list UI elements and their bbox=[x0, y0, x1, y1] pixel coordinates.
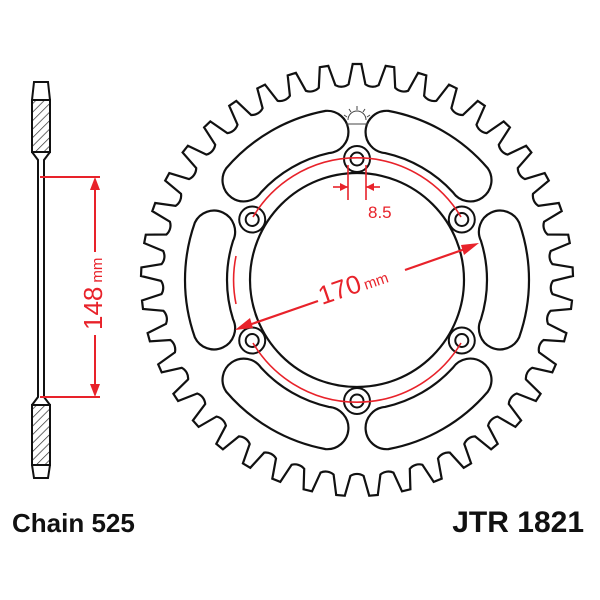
bolt-circle-dim-line-left bbox=[245, 299, 319, 328]
bolt-circle-dim-line-right bbox=[404, 246, 469, 272]
lightening-slot bbox=[183, 209, 237, 351]
bolt-hole bbox=[447, 205, 476, 234]
lightening-slot bbox=[364, 357, 493, 451]
bolt-holes bbox=[238, 145, 476, 415]
hole-dimension bbox=[333, 165, 380, 200]
lightening-slot bbox=[221, 109, 350, 203]
chain-size-label: Chain 525 bbox=[12, 508, 135, 538]
bolt-circle-label: 170mm bbox=[314, 259, 391, 311]
bolt-circle-arc-bottom bbox=[252, 342, 462, 403]
sprocket-outline bbox=[139, 62, 575, 497]
hub-dimension bbox=[40, 176, 100, 398]
hub-arrow-top bbox=[90, 177, 100, 190]
hub-dimension-label: 148mm bbox=[78, 258, 108, 330]
bolt-circle-arrow-left bbox=[235, 318, 253, 330]
side-hatch-bottom bbox=[31, 404, 51, 466]
lightening-slot bbox=[477, 209, 531, 351]
bolt-hole bbox=[343, 387, 371, 415]
lightening-slot bbox=[221, 357, 350, 451]
bolt-circle-arc-top bbox=[252, 157, 462, 218]
hole-arrow-right bbox=[366, 183, 374, 191]
bolt-hole bbox=[238, 326, 267, 355]
side-hatch-top bbox=[31, 99, 51, 153]
hub-arrow-bottom bbox=[90, 384, 100, 397]
bolt-circle-dimension bbox=[235, 243, 479, 330]
part-number-label: JTR 1821 bbox=[452, 506, 584, 539]
logo-mark bbox=[343, 106, 371, 125]
bolt-circle-arrow-right bbox=[461, 243, 479, 255]
hole-dimension-label: 8.5 bbox=[368, 203, 392, 222]
bolt-hole bbox=[447, 326, 476, 355]
bolt-circle-arc-left bbox=[232, 255, 237, 305]
sprocket-side-profile bbox=[31, 81, 51, 479]
hole-arrow-left bbox=[340, 183, 348, 191]
bolt-hole bbox=[238, 205, 267, 234]
lightening-holes bbox=[183, 109, 531, 451]
lightening-slot bbox=[364, 109, 493, 203]
